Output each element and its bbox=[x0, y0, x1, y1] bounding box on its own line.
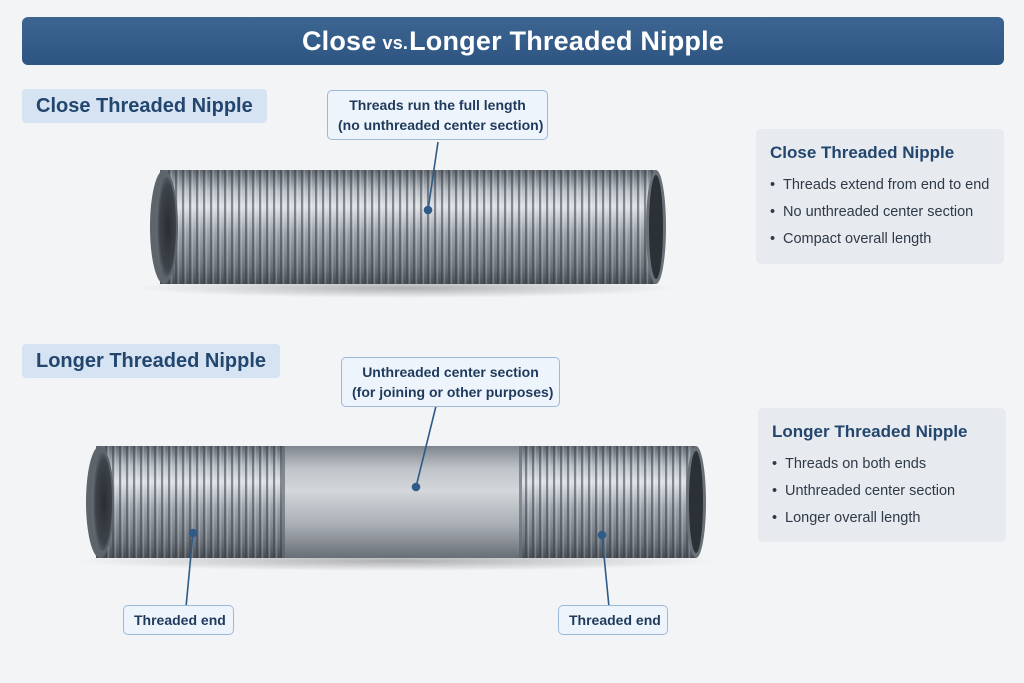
close-callout-dot bbox=[423, 205, 433, 215]
center-section-callout: Unthreaded center section (for joining o… bbox=[341, 357, 560, 407]
close-callout-line1: Threads run the full length bbox=[349, 97, 526, 113]
close-feature-list: Threads extend from end to end No unthre… bbox=[770, 172, 990, 253]
center-callout-line2: (for joining or other purposes) bbox=[352, 384, 554, 400]
right-threaded-section bbox=[522, 446, 696, 558]
list-item: No unthreaded center section bbox=[770, 199, 990, 226]
close-threads-callout: Threads run the full length (no unthread… bbox=[327, 90, 548, 140]
longer-card-title: Longer Threaded Nipple bbox=[772, 422, 968, 441]
longer-feature-list: Threads on both ends Unthreaded center s… bbox=[772, 451, 992, 532]
close-nipple-pipe bbox=[150, 170, 666, 284]
close-info-card: Close Threaded Nipple Threads extend fro… bbox=[756, 129, 1004, 264]
list-item: Unthreaded center section bbox=[772, 478, 992, 505]
list-item: Compact overall length bbox=[770, 226, 990, 253]
unthreaded-center-section bbox=[282, 446, 522, 558]
right-end-leader bbox=[601, 534, 610, 608]
left-end-label: Threaded end bbox=[134, 612, 226, 628]
right-end-dot bbox=[597, 530, 607, 540]
close-callout-leader bbox=[427, 141, 439, 211]
left-end-leader bbox=[185, 532, 194, 608]
close-card-title: Close Threaded Nipple bbox=[770, 143, 955, 162]
title-part-close: Close bbox=[301, 25, 377, 56]
close-section-label: Close Threaded Nipple bbox=[22, 89, 267, 123]
left-end-dot bbox=[188, 528, 198, 538]
title-vs: vs. bbox=[382, 32, 409, 53]
longer-nipple-pipe bbox=[86, 446, 706, 558]
title-part-longer: Longer Threaded Nipple bbox=[409, 25, 725, 56]
center-callout-leader bbox=[415, 405, 437, 488]
center-callout-line1: Unthreaded center section bbox=[362, 364, 539, 380]
longer-info-card: Longer Threaded Nipple Threads on both e… bbox=[758, 408, 1006, 542]
right-threaded-end-callout: Threaded end bbox=[558, 605, 668, 635]
list-item: Threads on both ends bbox=[772, 451, 992, 478]
list-item: Longer overall length bbox=[772, 505, 992, 532]
close-callout-line2: (no unthreaded center section) bbox=[338, 117, 544, 133]
list-item: Threads extend from end to end bbox=[770, 172, 990, 199]
center-callout-dot bbox=[411, 482, 421, 492]
left-threaded-section bbox=[96, 446, 282, 558]
longer-section-label: Longer Threaded Nipple bbox=[22, 344, 281, 378]
left-threaded-end-callout: Threaded end bbox=[123, 605, 234, 635]
right-end-label: Threaded end bbox=[569, 612, 661, 628]
page-title: Close vs.Longer Threaded Nipple bbox=[22, 17, 1004, 65]
